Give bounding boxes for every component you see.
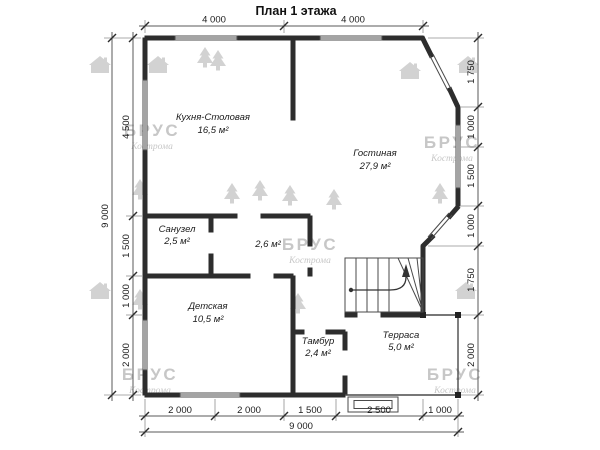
watermark-logo: БРУС Кострома: [122, 365, 178, 396]
dim-right-4: 1 000: [466, 214, 477, 238]
room-label-vestibule: Тамбур: [302, 336, 335, 347]
room-area-bathroom: 2,5 м²: [163, 236, 190, 247]
house-icon: [89, 282, 111, 299]
room-area-kitchen: 16,5 м²: [198, 125, 230, 136]
tree-icon: [210, 50, 226, 71]
house-icon: [399, 62, 421, 79]
dim-left-4: 2 000: [121, 343, 132, 367]
watermark-brand: БРУС: [122, 365, 178, 384]
watermark-layer: БРУС Кострома БРУС Кострома БРУС Костром…: [89, 47, 483, 396]
dim-bottom-1: 2 000: [168, 405, 192, 416]
window: [430, 214, 453, 240]
watermark-city: Кострома: [130, 142, 173, 152]
windows-layer: [142, 35, 461, 398]
entrance-steps: [347, 396, 399, 413]
dim-top-2: 4 000: [341, 15, 365, 26]
dim-bottom-2: 2 000: [237, 405, 261, 416]
dim-left-outer: 9 000: [100, 204, 111, 228]
room-label-bathroom: Санузел: [159, 224, 197, 235]
watermark-city: Кострома: [128, 386, 171, 396]
dim-left-2: 1 500: [121, 234, 132, 258]
dim-right-1: 1 750: [466, 60, 477, 84]
plan-title: План 1 этажа: [255, 4, 337, 18]
room-area-kids: 10,5 м²: [193, 314, 225, 325]
stairs: [344, 257, 424, 313]
tree-icon: [252, 180, 268, 201]
tree-icon: [224, 183, 240, 204]
dim-right-2: 1 000: [466, 115, 477, 139]
room-label-kids: Детская: [187, 301, 227, 312]
house-icon: [147, 56, 169, 73]
watermark-brand: БРУС: [427, 365, 483, 384]
dim-top-1: 4 000: [202, 15, 226, 26]
tree-icon: [197, 47, 213, 68]
stairs-direction-arrow: [351, 276, 407, 291]
watermark-city: Кострома: [288, 256, 331, 266]
dim-right-6: 2 000: [466, 343, 477, 367]
terrace-post: [420, 312, 426, 318]
terrace-layer: [345, 312, 461, 398]
dim-left-3: 1 000: [121, 284, 132, 308]
watermark-city: Кострома: [430, 154, 473, 164]
dim-bottom-3: 1 500: [298, 405, 322, 416]
room-area-hall: 2,6 м²: [254, 239, 281, 250]
dim-bottom-4: 2 500: [367, 405, 391, 416]
dim-bottom-outer: 9 000: [289, 421, 313, 432]
room-labels: Кухня-Столовая 16,5 м² Гостиная 27,9 м² …: [159, 112, 420, 359]
watermark-city: Кострома: [433, 386, 476, 396]
dim-right-5: 1 750: [466, 268, 477, 292]
watermark-logo: БРУС Кострома: [124, 121, 180, 152]
house-icon: [89, 56, 111, 73]
tree-icon: [432, 183, 448, 204]
room-label-living: Гостиная: [353, 148, 396, 159]
room-label-kitchen: Кухня-Столовая: [176, 112, 250, 123]
tree-icon: [282, 185, 298, 206]
tree-icon: [326, 189, 342, 210]
watermark-logo: БРУС Кострома: [427, 365, 483, 396]
window: [432, 53, 452, 90]
dim-right-3: 1 500: [466, 164, 477, 188]
room-area-vestibule: 2,4 м²: [304, 348, 331, 359]
terrace-post: [455, 392, 461, 398]
terrace-post: [455, 312, 461, 318]
room-area-living: 27,9 м²: [359, 161, 392, 172]
room-label-terrace: Терраса: [383, 330, 420, 341]
dimension-layer: 4 000 4 000 9 000 4 500 1 500 1 000 2 00…: [100, 15, 484, 437]
room-area-terrace: 5,0 м²: [388, 342, 414, 353]
dim-bottom-5: 1 000: [428, 405, 452, 416]
watermark-brand: БРУС: [124, 121, 180, 140]
dim-left-1: 4 500: [121, 115, 132, 139]
